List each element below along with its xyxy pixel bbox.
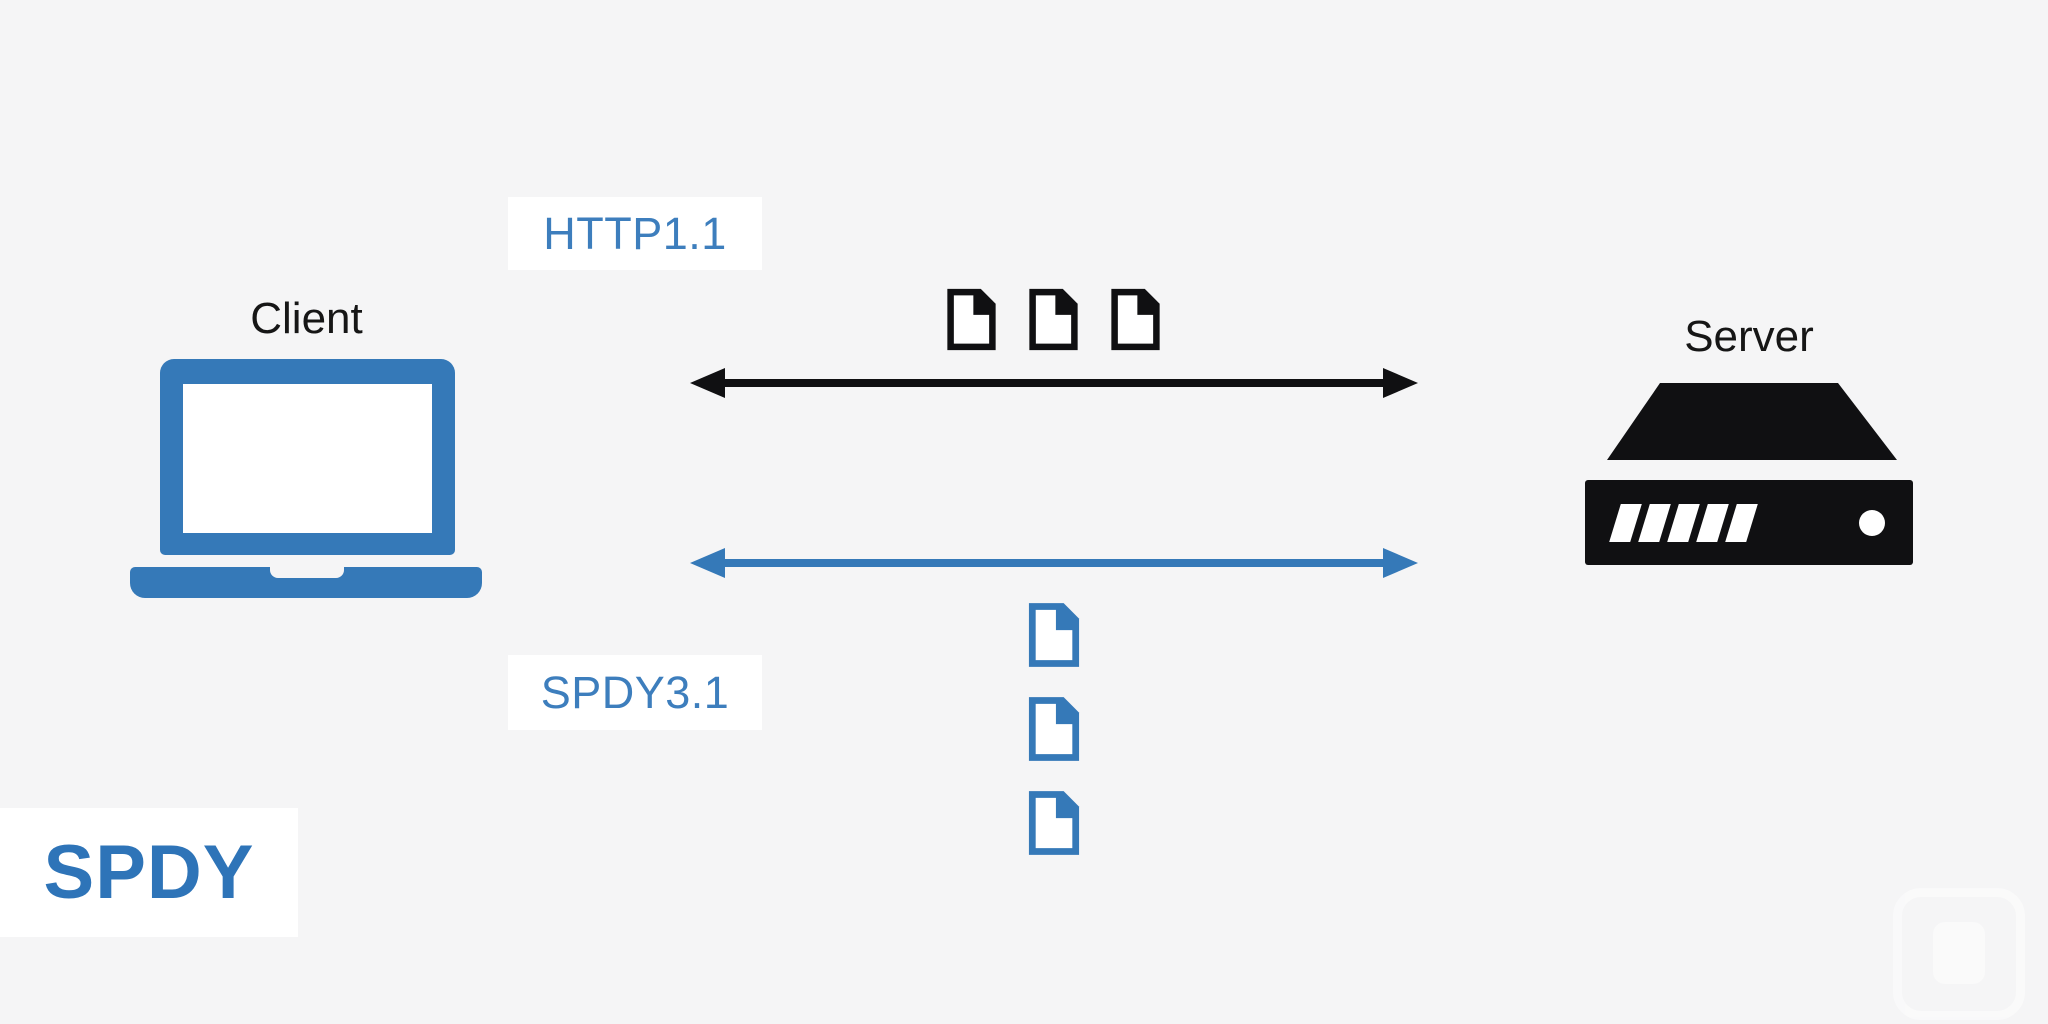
http-documents <box>945 287 1162 352</box>
server-vent-slash <box>1638 504 1671 542</box>
document-icon <box>1029 288 1078 351</box>
laptop-screen <box>160 359 455 555</box>
server-vent-slash <box>1696 504 1729 542</box>
document-icon <box>1028 697 1080 761</box>
server-vent-slash <box>1667 504 1700 542</box>
http-protocol-label-text: HTTP1.1 <box>543 207 727 259</box>
laptop-base <box>130 567 482 598</box>
laptop-screen-display <box>183 384 432 533</box>
spdy-protocol-label: SPDY3.1 <box>508 655 762 730</box>
document-icon <box>947 288 996 351</box>
server-vents <box>1609 504 1758 542</box>
watermark-logo <box>1893 888 2025 1020</box>
server-label: Server <box>1684 312 1814 361</box>
server-body <box>1585 480 1913 565</box>
server-vent-slash <box>1609 504 1642 542</box>
spdy-double-headed-arrow-icon <box>690 545 1418 581</box>
spdy-protocol-label-text: SPDY3.1 <box>540 666 730 718</box>
server-vent-slash <box>1725 504 1758 542</box>
document-icon <box>1028 791 1080 855</box>
server-rack-icon <box>1585 383 1913 565</box>
server-led-dot <box>1859 510 1885 536</box>
laptop-base-notch <box>270 567 344 578</box>
laptop-icon <box>130 359 483 598</box>
http-double-headed-arrow-icon <box>690 365 1418 401</box>
client-label: Client <box>250 294 363 343</box>
watermark-mark <box>1933 922 1985 984</box>
spdy-title-badge: SPDY <box>0 808 298 937</box>
document-icon <box>1028 603 1080 667</box>
server-lid <box>1607 383 1897 460</box>
spdy-title-text: SPDY <box>43 830 255 915</box>
spdy-documents <box>1027 601 1081 857</box>
http-protocol-label: HTTP1.1 <box>508 197 762 270</box>
document-icon <box>1111 288 1160 351</box>
watermark-ring <box>1893 888 2025 1020</box>
